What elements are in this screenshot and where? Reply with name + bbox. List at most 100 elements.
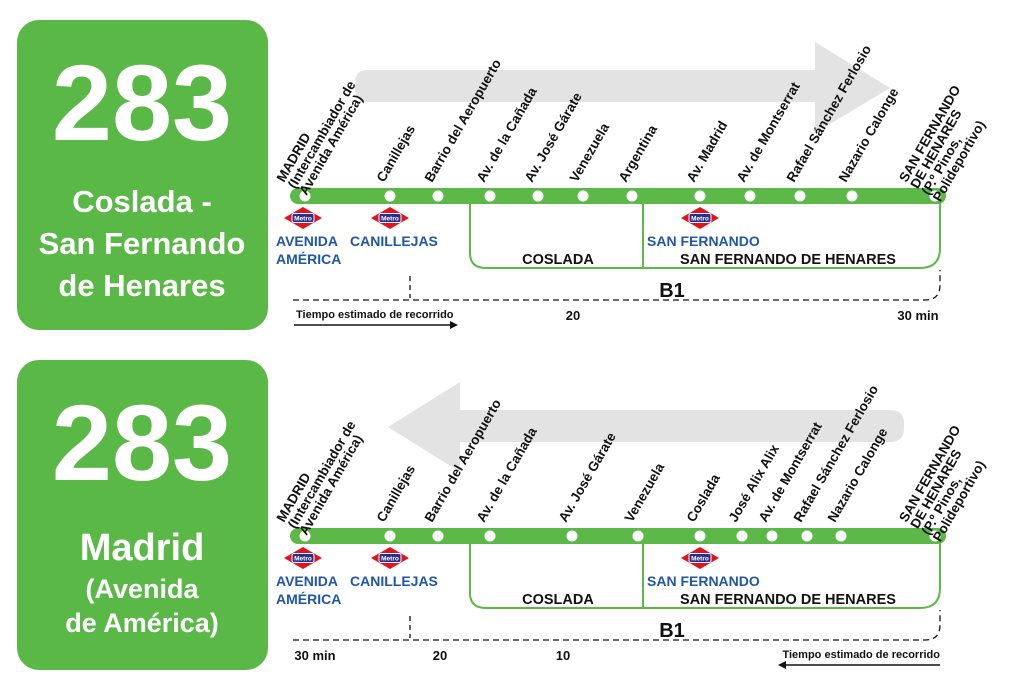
stop-marker <box>484 190 496 202</box>
stop-marker <box>766 530 778 542</box>
route-destination: Coslada - <box>72 184 212 219</box>
stop-name: Canillejas <box>374 462 419 524</box>
area-label: COSLADA <box>522 252 594 268</box>
metro-logo-text: Metro <box>381 556 399 563</box>
metro-station-name: AVENIDA <box>276 573 338 589</box>
stop-label: Venezuela <box>622 460 668 524</box>
travel-time-legend: Tiempo estimado de recorrido <box>296 309 454 321</box>
stop-marker <box>384 530 396 542</box>
stop-marker <box>744 190 756 202</box>
stop-label: Coslada <box>684 471 723 524</box>
route-destination: (Avenida <box>85 574 199 604</box>
metro-logo-icon <box>291 553 315 563</box>
stop-marker <box>299 530 311 542</box>
route-destination: de Henares <box>58 268 225 303</box>
route-destination: de América) <box>65 608 219 638</box>
metro-station-name: SAN FERNANDO <box>647 573 760 589</box>
direction-arrow-icon <box>388 382 904 472</box>
direction-arrow-icon <box>355 42 890 133</box>
zone-label: B1 <box>659 280 685 302</box>
metro-station-name: SAN FERNANDO <box>647 233 760 249</box>
metro-logo-text: Metro <box>381 216 399 223</box>
stop-label: Av. Madrid <box>684 119 731 185</box>
stop-name: Venezuela <box>622 460 668 524</box>
stop-name: Av. Madrid <box>684 119 731 185</box>
stop-label: Canillejas <box>374 122 419 184</box>
metro-station-name: AMÉRICA <box>276 591 341 607</box>
metro-station-name: CANILLEJAS <box>350 573 438 589</box>
stop-label: Av. José Gárate <box>556 429 620 524</box>
metro-logo-icon <box>688 553 712 563</box>
stop-marker <box>484 530 496 542</box>
legend-arrow-icon <box>778 661 786 669</box>
route-number: 283 <box>52 382 232 503</box>
zone-label: B1 <box>659 620 685 642</box>
zone-boundary <box>293 270 941 301</box>
metro-logo-text: Metro <box>294 556 312 563</box>
area-box-san-fernando <box>643 196 941 269</box>
route-number: 283 <box>52 42 232 163</box>
metro-logo-icon <box>378 213 402 223</box>
route-panel <box>17 360 268 670</box>
stop-marker <box>632 530 644 542</box>
stop-label: Argentina <box>616 122 661 184</box>
metro-logo-text: Metro <box>294 216 312 223</box>
stop-marker <box>577 190 589 202</box>
zone-boundary <box>293 610 941 641</box>
stop-marker <box>835 530 847 542</box>
stop-label: Canillejas <box>374 462 419 524</box>
legend-arrow-icon <box>450 321 458 329</box>
stop-marker <box>626 190 638 202</box>
travel-time-legend: Tiempo estimado de recorrido <box>782 649 940 661</box>
area-label: SAN FERNANDO DE HENARES <box>680 592 896 608</box>
stop-marker <box>801 530 813 542</box>
stop-marker <box>432 190 444 202</box>
travel-time-mark: 20 <box>433 648 447 663</box>
metro-station-name: AVENIDA <box>276 233 338 249</box>
stop-name: Canillejas <box>374 122 419 184</box>
travel-time-mark: 20 <box>566 308 580 323</box>
metro-logo-text: Metro <box>691 216 709 223</box>
metro-station-name: AMÉRICA <box>276 251 341 267</box>
stop-marker <box>384 190 396 202</box>
area-label: SAN FERNANDO DE HENARES <box>680 252 896 268</box>
stop-marker <box>929 190 941 202</box>
metro-logo-icon <box>688 213 712 223</box>
stop-name: Argentina <box>616 122 661 184</box>
area-box-coslada <box>469 536 644 609</box>
metro-logo-icon <box>378 553 402 563</box>
area-box-san-fernando <box>643 536 941 609</box>
travel-time-mark: 30 min <box>897 308 938 323</box>
stop-name: Coslada <box>684 471 723 524</box>
area-box-coslada <box>469 196 644 269</box>
route-panel <box>17 20 268 330</box>
stop-marker <box>532 190 544 202</box>
stop-name: Venezuela <box>567 120 613 184</box>
travel-time-mark: 10 <box>556 648 570 663</box>
stop-marker <box>694 530 706 542</box>
route-destination: San Fernando <box>39 226 246 261</box>
stop-marker <box>846 190 858 202</box>
stop-marker <box>432 530 444 542</box>
stop-marker <box>299 190 311 202</box>
stop-marker <box>694 190 706 202</box>
stop-label: Venezuela <box>567 120 613 184</box>
metro-logo-icon <box>291 213 315 223</box>
area-label: COSLADA <box>522 592 594 608</box>
metro-logo-text: Metro <box>691 556 709 563</box>
travel-time-mark: 30 min <box>294 648 335 663</box>
route-destination: Madrid <box>80 527 205 569</box>
route-line <box>290 188 946 204</box>
stop-marker <box>794 190 806 202</box>
stop-marker <box>736 530 748 542</box>
metro-station-name: CANILLEJAS <box>350 233 438 249</box>
stop-marker <box>929 530 941 542</box>
route-line <box>290 528 946 544</box>
